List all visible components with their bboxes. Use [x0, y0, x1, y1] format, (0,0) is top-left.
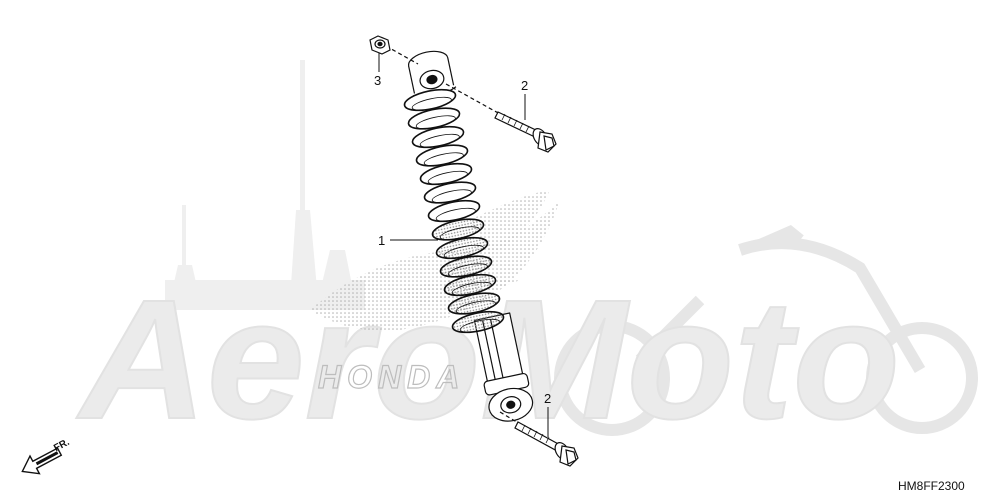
upper-bolt — [445, 83, 557, 153]
callout-2-upper-label: 2 — [521, 78, 528, 93]
spring-coil-inner — [455, 300, 496, 315]
callout-3-label: 3 — [374, 73, 381, 88]
spring-coil-inner — [435, 207, 476, 222]
diagram-code: HM8FF2300 — [898, 479, 965, 493]
callout-2-upper: 2 — [521, 78, 528, 120]
callout-3: 3 — [374, 53, 381, 88]
front-direction-indicator: FR. — [21, 437, 72, 475]
spring-coil-inner — [427, 170, 468, 185]
spring-coil-inner — [423, 152, 464, 167]
spring-coil-inner — [451, 281, 492, 296]
spring-coil-inner — [439, 226, 480, 241]
spring-coil-inner — [447, 263, 488, 278]
front-arrow-icon — [21, 447, 63, 475]
callout-1-label: 1 — [378, 233, 385, 248]
shock-absorber — [403, 50, 534, 422]
callout-2-lower: 2 — [544, 391, 551, 437]
spring-coil-inner — [419, 133, 460, 148]
spring-coil-inner — [459, 318, 500, 333]
front-label: FR. — [52, 437, 72, 454]
spring-coil-inner — [411, 96, 452, 111]
spring-coil-inner — [415, 115, 456, 130]
motorcycle-watermark — [554, 225, 978, 436]
spring — [403, 88, 505, 334]
spring-coil-inner — [443, 244, 484, 259]
nut — [369, 35, 419, 65]
callout-2-lower-label: 2 — [544, 391, 551, 406]
lower-bolt — [499, 411, 579, 467]
callout-1: 1 — [378, 233, 438, 248]
upper-mount — [407, 50, 457, 98]
brand-watermark-text: HONDA — [318, 359, 465, 395]
spring-coil-inner — [431, 189, 472, 204]
